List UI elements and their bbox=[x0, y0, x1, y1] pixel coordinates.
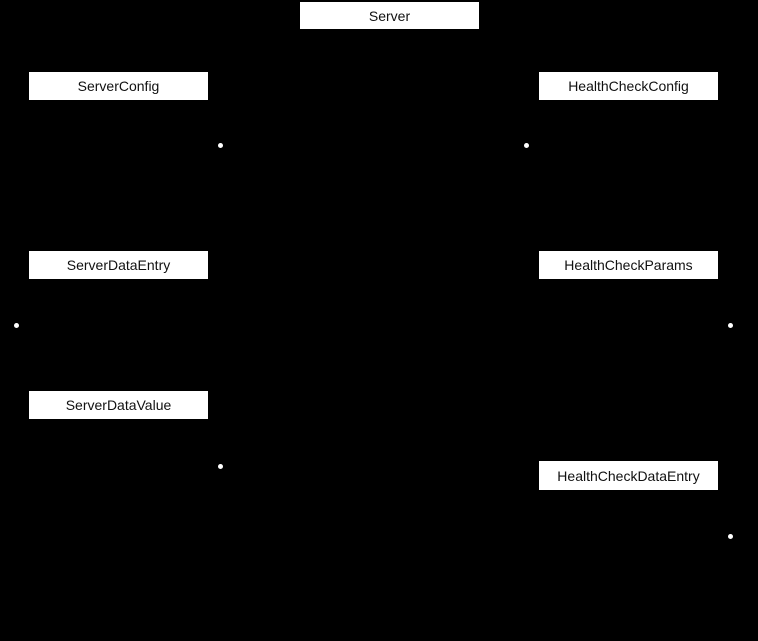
composition-endpoint-dot bbox=[14, 322, 19, 328]
composition-endpoint-dot bbox=[217, 142, 223, 148]
node-server: Server bbox=[300, 2, 479, 29]
node-health-check-data-entry-label: HealthCheckDataEntry bbox=[557, 467, 700, 484]
node-server-config: ServerConfig bbox=[29, 72, 208, 100]
node-health-check-params-label: HealthCheckParams bbox=[564, 257, 693, 273]
node-server-label: Server bbox=[368, 7, 411, 24]
node-health-check-params: HealthCheckParams bbox=[539, 251, 718, 279]
node-server-config-label: ServerConfig bbox=[77, 78, 160, 94]
node-health-check-config-label: HealthCheckConfig bbox=[568, 78, 689, 94]
composition-endpoint-dot bbox=[217, 463, 223, 469]
node-health-check-config: HealthCheckConfig bbox=[539, 72, 718, 100]
composition-endpoint-dot bbox=[727, 322, 733, 328]
node-server-data-value-label: ServerDataValue bbox=[65, 397, 172, 413]
node-server-data-entry: ServerDataEntry bbox=[29, 251, 208, 279]
node-server-data-value: ServerDataValue bbox=[29, 391, 208, 419]
node-server-data-entry-label: ServerDataEntry bbox=[66, 257, 171, 273]
composition-endpoint-dot bbox=[523, 142, 529, 148]
composition-endpoint-dot bbox=[727, 533, 733, 539]
node-health-check-data-entry: HealthCheckDataEntry bbox=[539, 461, 718, 490]
